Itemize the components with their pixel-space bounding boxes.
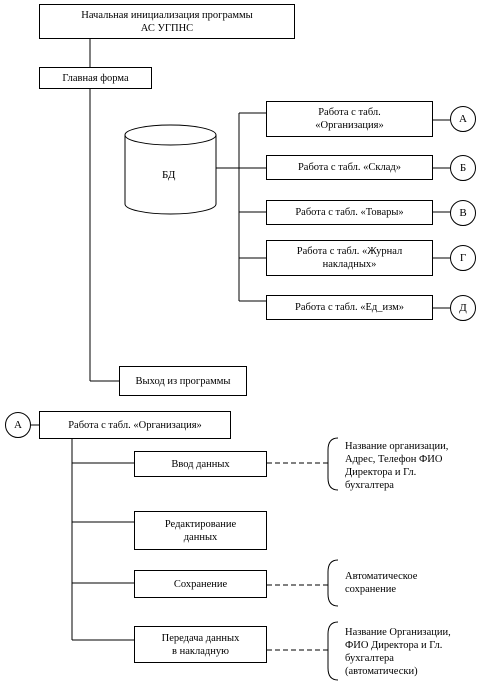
note-bracket	[327, 437, 339, 491]
table-invoice-journal-box[interactable]: Работа с табл. «Журнал накладных»	[266, 240, 433, 276]
main-form-box[interactable]: Главная форма	[39, 67, 152, 89]
database-cylinder-top	[124, 124, 217, 146]
save-box[interactable]: Сохранение	[134, 570, 267, 598]
transfer-to-invoice-box[interactable]: Передача данных в накладную	[134, 626, 267, 663]
table-goods-box[interactable]: Работа с табл. «Товары»	[266, 200, 433, 225]
marker-b-circle: Б	[450, 155, 476, 181]
edit-data-box[interactable]: Редактирование данных	[134, 511, 267, 550]
table-organization-box[interactable]: Работа с табл. «Организация»	[266, 101, 433, 137]
init-box: Начальная инициализация программы АС УГП…	[39, 4, 295, 39]
marker-v-circle: В	[450, 200, 476, 226]
database-cylinder	[124, 135, 217, 215]
note-bracket	[327, 559, 339, 607]
marker-d-circle: Д	[450, 295, 476, 321]
detail-marker-circle: А	[5, 412, 31, 438]
data-entry-note: Название организации, Адрес, Телефон ФИО…	[345, 441, 449, 491]
exit-box[interactable]: Выход из программы	[119, 366, 247, 396]
detail-header-box: Работа с табл. «Организация»	[39, 411, 231, 439]
db-label: БД	[162, 169, 176, 181]
data-entry-box[interactable]: Ввод данных	[134, 451, 267, 477]
marker-a-circle: А	[450, 106, 476, 132]
table-units-box[interactable]: Работа с табл. «Ед_изм»	[266, 295, 433, 320]
save-note: Автоматическое сохранение	[345, 571, 418, 595]
transfer-note: Название Организации, ФИО Директора и Гл…	[345, 627, 451, 677]
table-warehouse-box[interactable]: Работа с табл. «Склад»	[266, 155, 433, 180]
note-bracket	[327, 621, 339, 681]
marker-g-circle: Г	[450, 245, 476, 271]
